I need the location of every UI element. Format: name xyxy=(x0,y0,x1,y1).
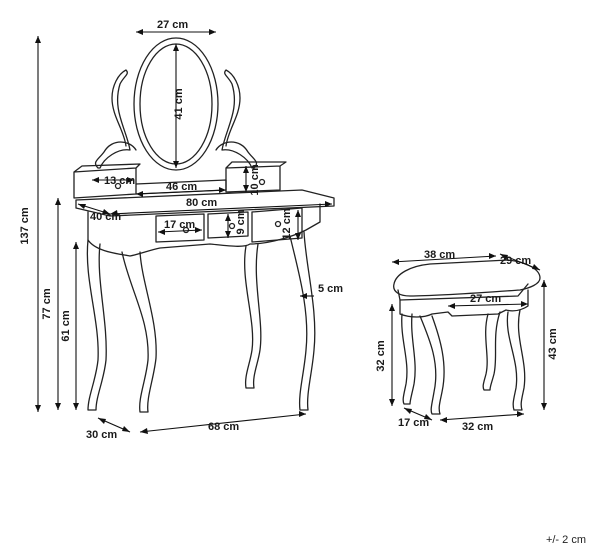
mirror-support-right xyxy=(215,69,258,169)
label-total-height: 137 cm xyxy=(19,207,31,245)
label-drawer-height-side: 12 cm xyxy=(281,208,293,239)
drawer-center-knob xyxy=(228,222,236,230)
label-mirror-frame-width: 46 cm xyxy=(166,181,197,193)
label-base-depth: 30 cm xyxy=(86,429,117,441)
leg-back-left xyxy=(86,239,107,411)
stool-drawing xyxy=(393,259,541,415)
drawer-right xyxy=(251,207,303,243)
label-base-width: 68 cm xyxy=(208,421,239,433)
table-top xyxy=(75,189,335,217)
label-stool-height: 43 cm xyxy=(547,328,559,359)
dimension-lines xyxy=(35,29,547,434)
label-table-depth: 40 cm xyxy=(90,211,121,223)
label-mirror-height: 41 cm xyxy=(173,88,185,119)
label-stool-inner-width: 27 cm xyxy=(470,293,501,305)
drawer-left-knob xyxy=(182,226,190,234)
stool-leg-back-left xyxy=(401,313,416,405)
label-leg-offset: 5 cm xyxy=(318,283,343,295)
leg-front-left xyxy=(121,251,157,413)
label-stool-top-depth: 29 cm xyxy=(500,255,531,267)
stool-cushion xyxy=(393,259,541,297)
label-side-box-height: 10 cm xyxy=(249,164,261,195)
dimension-labels: 27 cm 41 cm 137 cm 13 cm 46 cm 10 cm 80 … xyxy=(19,19,559,441)
mirror-frame-outer xyxy=(133,37,219,171)
label-drawer-height-center: 9 cm xyxy=(235,209,247,234)
mirror-support-left xyxy=(94,69,137,169)
drawer-center xyxy=(207,211,249,239)
label-table-width: 80 cm xyxy=(186,197,217,209)
label-stool-base-depth: 17 cm xyxy=(398,417,429,429)
stool-leg-front-left xyxy=(419,315,445,415)
label-stool-top-width: 38 cm xyxy=(424,249,455,261)
label-drawer-width: 17 cm xyxy=(164,219,195,231)
stool-apron xyxy=(399,289,529,318)
leg-back-right xyxy=(244,243,262,389)
label-mirror-width: 27 cm xyxy=(157,19,188,31)
side-box-right-knob xyxy=(258,178,266,186)
label-stool-leg-height: 32 cm xyxy=(375,340,387,371)
stool-leg-front-right xyxy=(506,309,526,411)
label-stool-base-width: 32 cm xyxy=(462,421,493,433)
stool-seat-frame xyxy=(397,283,529,301)
label-table-height: 77 cm xyxy=(41,288,53,319)
stool-leg-back-right xyxy=(482,311,501,391)
label-leg-height: 61 cm xyxy=(60,310,72,341)
drawer-right-knob xyxy=(274,220,282,228)
tolerance-note: +/- 2 cm xyxy=(545,534,586,546)
side-box-left-knob xyxy=(114,182,122,190)
leg-front-right xyxy=(289,231,316,411)
label-side-box-width: 13 cm xyxy=(104,175,135,187)
drawer-left xyxy=(155,213,205,243)
vanity-table-drawing xyxy=(73,37,335,413)
